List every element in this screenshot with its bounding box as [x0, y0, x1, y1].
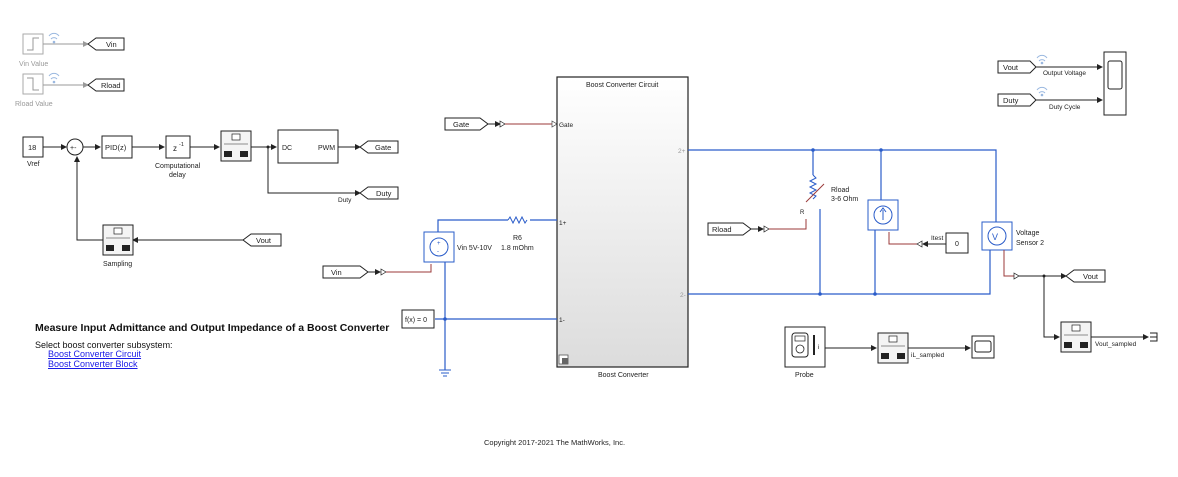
svg-text:Vout: Vout: [1083, 272, 1099, 281]
signal-logging-icon: [48, 32, 60, 44]
svg-text:-1: -1: [179, 142, 184, 148]
svg-text:Vref: Vref: [27, 161, 40, 168]
vout-sampled-label: Vout_sampled: [1095, 341, 1137, 348]
from-vout-controller[interactable]: Vout: [242, 233, 282, 247]
svg-text:i: i: [818, 344, 819, 351]
subsystem-link-icon: [558, 354, 569, 365]
svg-text:1.8 mOhm: 1.8 mOhm: [501, 245, 534, 252]
svg-text:Duty: Duty: [1003, 96, 1019, 105]
port-2p: 2+: [678, 148, 686, 155]
svg-text:Probe: Probe: [795, 372, 814, 379]
terminator-icon: [1150, 332, 1158, 342]
svg-text:Gate: Gate: [375, 143, 391, 152]
from-vout-scope[interactable]: Vout: [997, 60, 1037, 74]
link-boost-converter-circuit[interactable]: Boost Converter Circuit: [48, 349, 142, 359]
svg-text:Vin: Vin: [106, 40, 117, 49]
voltage-sensor-2[interactable]: V Voltage Sensor 2: [981, 221, 1044, 251]
svg-text:Vin: Vin: [331, 268, 342, 277]
itest-label: Itest: [931, 235, 943, 242]
svg-text:Vout: Vout: [1003, 63, 1019, 72]
pid-block[interactable]: PID(z): [101, 135, 133, 159]
svg-text:R: R: [800, 210, 805, 216]
svg-text:0: 0: [955, 241, 959, 248]
port-1m: 1-: [559, 317, 565, 324]
svg-text:PID(z): PID(z): [105, 143, 127, 152]
signal-logging-icon: [48, 72, 60, 84]
svg-text:Gate: Gate: [453, 120, 469, 129]
signal-logging-icon: [1036, 54, 1048, 65]
port-1p: 1+: [559, 220, 567, 227]
goto-vout[interactable]: Vout: [1065, 269, 1106, 283]
svg-text:Rload: Rload: [712, 225, 732, 234]
goto-vin[interactable]: Vin: [87, 37, 125, 51]
link-boost-converter-block[interactable]: Boost Converter Block: [48, 359, 138, 369]
svg-text:+: +: [437, 241, 441, 247]
svg-text:+-: +-: [70, 145, 77, 152]
goto-gate[interactable]: Gate: [359, 140, 399, 154]
probe-block[interactable]: i Probe: [784, 326, 826, 379]
il-sampled-label: iL_sampled: [911, 352, 945, 359]
output-voltage-label: Output Voltage: [1043, 70, 1086, 77]
from-gate[interactable]: Gate: [444, 117, 489, 131]
sum-block[interactable]: +-: [66, 138, 84, 156]
svg-text:-: -: [437, 249, 439, 255]
svg-text:Voltage: Voltage: [1016, 230, 1039, 237]
svg-text:Duty: Duty: [376, 189, 392, 198]
goto-rload[interactable]: Rload: [87, 78, 125, 92]
svg-text:delay: delay: [169, 172, 186, 179]
svg-text:Sensor 2: Sensor 2: [1016, 240, 1044, 247]
duty-cycle-label: Duty Cycle: [1049, 104, 1081, 111]
svg-text:Vout: Vout: [256, 236, 272, 245]
subsystem-title: Boost Converter Circuit: [586, 82, 658, 89]
goto-duty[interactable]: Duty: [359, 186, 399, 200]
boost-converter-subsystem[interactable]: Boost Converter Circuit Gate 1+ 1- 2+ 2-…: [556, 76, 689, 379]
rload-value-label: Rload Value: [15, 101, 53, 108]
port-2m: 2-: [680, 292, 686, 299]
svg-text:PWM: PWM: [318, 145, 335, 152]
svg-text:18: 18: [28, 143, 36, 152]
rload-value-block[interactable]: Rload Value: [15, 73, 53, 108]
unit-delay-block[interactable]: z -1 Computational delay: [155, 135, 201, 179]
svg-text:Rload: Rload: [101, 81, 121, 90]
annotation-subtitle: Select boost converter subsystem:: [35, 340, 173, 350]
controlled-current-source[interactable]: [867, 199, 899, 231]
vref-constant[interactable]: 18 Vref: [22, 136, 44, 168]
pwm-block[interactable]: DC PWM: [277, 129, 339, 164]
svg-text:R6: R6: [513, 235, 522, 242]
controlled-voltage-source[interactable]: + - Vin 5V-10V: [423, 231, 492, 263]
itest-constant[interactable]: 0: [945, 232, 969, 254]
rate-transition-block[interactable]: [220, 130, 252, 162]
annotation-title: Measure Input Admittance and Output Impe…: [35, 322, 390, 334]
vin-value-block[interactable]: Vin Value: [19, 33, 48, 68]
from-vin[interactable]: Vin: [322, 265, 369, 279]
svg-text:V: V: [992, 232, 998, 242]
svg-text:Sampling: Sampling: [103, 261, 132, 268]
il-scope[interactable]: [971, 335, 995, 359]
svg-text:f(x) = 0: f(x) = 0: [405, 317, 427, 324]
svg-text:Rload: Rload: [831, 187, 849, 194]
signal-logging-icon: [1036, 86, 1048, 97]
subsystem-name: Boost Converter: [598, 372, 649, 379]
solver-configuration[interactable]: f(x) = 0: [401, 309, 435, 329]
copyright: Copyright 2017-2021 The MathWorks, Inc.: [484, 438, 626, 447]
svg-text:DC: DC: [282, 145, 292, 152]
port-gate: Gate: [559, 122, 573, 129]
svg-text:3-6 Ohm: 3-6 Ohm: [831, 196, 858, 203]
duty-signal-label: Duty: [338, 197, 352, 204]
from-duty-scope[interactable]: Duty: [997, 93, 1037, 107]
resistor-r6[interactable]: R6 1.8 mOhm: [501, 215, 534, 252]
from-rload[interactable]: Rload: [707, 222, 752, 236]
main-scope[interactable]: [1103, 51, 1127, 116]
sampling-block[interactable]: Sampling: [102, 224, 134, 268]
variable-resistor-rload[interactable]: Rload 3-6 Ohm R: [800, 174, 858, 216]
svg-text:z: z: [173, 144, 177, 153]
vin-value-label: Vin Value: [19, 61, 48, 68]
il-rate-transition[interactable]: [877, 332, 909, 364]
vout-rate-transition[interactable]: [1060, 321, 1092, 353]
svg-text:Vin 5V-10V: Vin 5V-10V: [457, 245, 492, 252]
electrical-reference-icon: [439, 369, 451, 377]
svg-text:Computational: Computational: [155, 163, 201, 170]
